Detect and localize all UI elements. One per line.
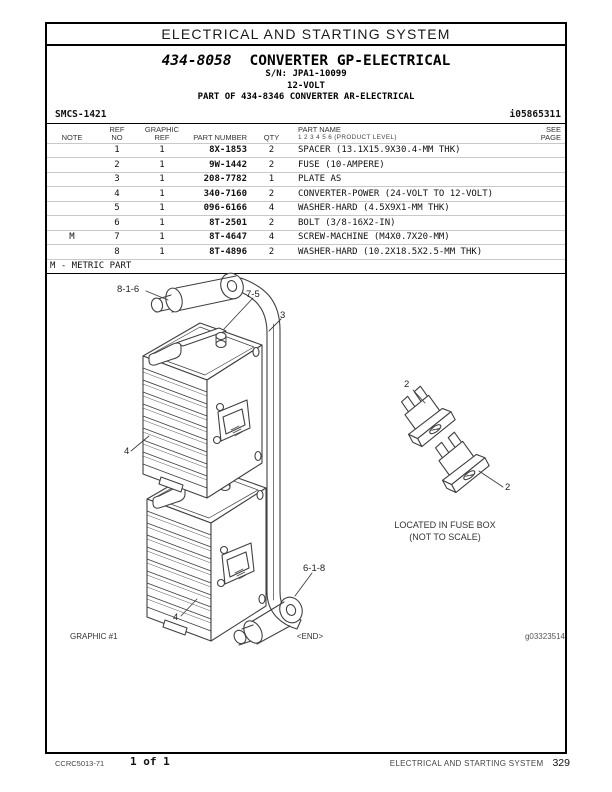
metric-part-footnote: M - METRIC PART bbox=[47, 258, 565, 273]
cell-part-name: SPACER (13.1X15.9X30.4-MM THK) bbox=[298, 145, 461, 156]
cell-qty: 1 bbox=[268, 174, 275, 185]
cell-graphic-ref: 1 bbox=[159, 188, 165, 199]
cell-part-name: FUSE (10-AMPERE) bbox=[298, 159, 385, 170]
callout-4-lower: 4 bbox=[173, 612, 179, 623]
cell-graphic-ref: 1 bbox=[159, 203, 165, 214]
cell-graphic-ref: 1 bbox=[159, 217, 165, 228]
table-row: 4 1 340-7160 2 CONVERTER-POWER (24-VOLT … bbox=[47, 186, 565, 201]
callout-2-upper: 2 bbox=[404, 379, 410, 390]
bottom-bolt-spacer bbox=[233, 596, 303, 646]
table-row: 1 1 8X-1853 2 SPACER (13.1X15.9X30.4-MM … bbox=[47, 142, 565, 158]
cell-qty: 2 bbox=[268, 159, 275, 170]
col-note: NOTE bbox=[61, 132, 83, 142]
footer-page-of: 1 of 1 bbox=[130, 755, 170, 768]
cell-part-number: 8X-1853 bbox=[209, 145, 247, 156]
table-row: 3 1 208-7782 1 PLATE AS bbox=[47, 171, 565, 187]
cell-qty: 2 bbox=[268, 145, 275, 156]
cell-part-number: 096-6166 bbox=[203, 203, 247, 214]
section-header-title: ELECTRICAL AND STARTING SYSTEM bbox=[161, 26, 451, 42]
part-number-title: 434-8058 bbox=[161, 53, 232, 69]
page-title: 434-8058 CONVERTER GP-ELECTRICAL bbox=[47, 53, 565, 69]
fusebox-note: LOCATED IN FUSE BOX (NOT TO SCALE) bbox=[394, 520, 496, 542]
cell-graphic-ref: 1 bbox=[159, 145, 165, 156]
cell-part-name: SCREW-MACHINE (M4X0.7X20-MM) bbox=[298, 232, 450, 243]
table-row: 5 1 096-6166 4 WASHER-HARD (4.5X9X1-MM T… bbox=[47, 200, 565, 216]
cell-qty: 2 bbox=[268, 188, 275, 199]
table-row: 6 1 8T-2501 2 BOLT (3/8-16X2-IN) bbox=[47, 215, 565, 230]
callout-3: 3 bbox=[280, 310, 286, 321]
part-title: CONVERTER GP-ELECTRICAL bbox=[249, 53, 451, 69]
callout-2-lower: 2 bbox=[505, 482, 511, 493]
part-of-line: PART OF 434-8346 CONVERTER AR-ELECTRICAL bbox=[197, 92, 415, 102]
cell-ref-no: 6 bbox=[114, 217, 120, 228]
leader-lines bbox=[130, 290, 504, 617]
cell-ref-no: 1 bbox=[114, 145, 120, 156]
cell-ref-no: 4 bbox=[114, 188, 120, 199]
cell-part-name: BOLT (3/8-16X2-IN) bbox=[298, 217, 396, 228]
section-header: ELECTRICAL AND STARTING SYSTEM bbox=[47, 24, 565, 46]
callout-8-1-6: 8-1-6 bbox=[117, 284, 140, 295]
cell-ref-no: 5 bbox=[114, 203, 120, 214]
cell-part-name: WASHER-HARD (10.2X18.5X2.5-MM THK) bbox=[298, 246, 483, 257]
cell-qty: 2 bbox=[268, 246, 275, 257]
cell-ref-no: 2 bbox=[114, 159, 120, 170]
cell-part-name: PLATE AS bbox=[298, 174, 342, 185]
graphic-id: g03323514 bbox=[524, 632, 565, 641]
table-row: 8 1 8T-4896 2 WASHER-HARD (10.2X18.5X2.5… bbox=[47, 244, 565, 259]
cell-part-number: 340-7160 bbox=[203, 188, 247, 199]
table-row: M 7 1 8T-4647 4 SCREW-MACHINE (M4X0.7X20… bbox=[47, 229, 565, 245]
mounting-plate bbox=[235, 277, 302, 630]
footer-page-number: 329 bbox=[552, 757, 570, 769]
cell-part-number: 8T-4647 bbox=[209, 232, 247, 243]
smcs-code: SMCS-1421 bbox=[55, 108, 107, 120]
graphic-label: GRAPHIC #1 bbox=[70, 632, 118, 641]
col-part-number: PART NUMBER bbox=[193, 132, 247, 142]
serial-number-line: S/N: JPA1-10099 bbox=[265, 69, 347, 79]
footer-doc-code: CCRC5013-71 bbox=[55, 759, 105, 768]
cell-ref-no: 8 bbox=[114, 246, 120, 257]
top-bolt-spacer bbox=[150, 272, 244, 313]
cell-part-name: CONVERTER-POWER (24-VOLT TO 12-VOLT) bbox=[298, 188, 494, 199]
end-marker: <END> bbox=[296, 632, 324, 641]
callout-4-upper: 4 bbox=[124, 446, 130, 457]
cell-part-number: 8T-4896 bbox=[209, 246, 247, 257]
cell-part-number: 9W-1442 bbox=[209, 159, 247, 170]
cell-qty: 4 bbox=[268, 203, 275, 214]
cell-graphic-ref: 1 bbox=[159, 246, 165, 257]
cell-graphic-ref: 1 bbox=[159, 174, 165, 185]
cell-part-number: 8T-2501 bbox=[209, 217, 247, 228]
cell-part-name: WASHER-HARD (4.5X9X1-MM THK) bbox=[298, 203, 450, 214]
upper-converter bbox=[142, 322, 263, 499]
cell-note: M bbox=[69, 232, 75, 243]
cell-graphic-ref: 1 bbox=[159, 159, 165, 170]
table-row: 2 1 9W-1442 2 FUSE (10-AMPERE) bbox=[47, 157, 565, 172]
callout-6-1-8: 6-1-8 bbox=[303, 563, 326, 574]
smcs-row: SMCS-1421 i05865311 bbox=[47, 109, 565, 120]
voltage-line: 12-VOLT bbox=[287, 80, 325, 91]
cell-qty: 4 bbox=[268, 232, 275, 243]
doc-id: i05865311 bbox=[509, 108, 561, 120]
footer-right: ELECTRICAL AND STARTING SYSTEM 329 bbox=[390, 757, 570, 769]
cell-ref-no: 3 bbox=[114, 174, 120, 185]
callout-7-5: 7-5 bbox=[246, 289, 260, 300]
cell-part-number: 208-7782 bbox=[203, 174, 247, 185]
footer-section: ELECTRICAL AND STARTING SYSTEM bbox=[389, 759, 544, 768]
cell-qty: 2 bbox=[268, 217, 275, 228]
cell-graphic-ref: 1 bbox=[159, 232, 165, 243]
cell-ref-no: 7 bbox=[114, 232, 120, 243]
col-qty: QTY bbox=[263, 132, 280, 142]
